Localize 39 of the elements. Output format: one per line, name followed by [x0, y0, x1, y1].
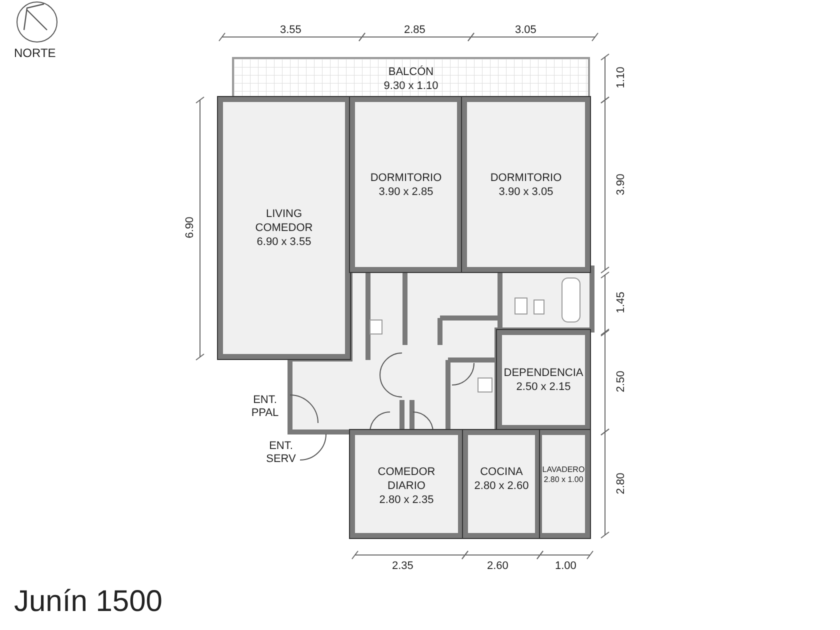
dimension-label: 2.85: [404, 24, 426, 37]
room-name: LIVING COMEDOR: [254, 207, 314, 235]
room-outline: [497, 330, 590, 430]
dimension-label: 3.55: [280, 24, 302, 37]
room-name: DEPENDENCIA: [504, 366, 584, 380]
room-size: 3.90 x 3.05: [498, 184, 554, 198]
room-size: 2.80 x 2.35: [379, 493, 434, 507]
room-name: COMEDOR DIARIO: [376, 465, 436, 493]
compass-label: NORTE: [14, 47, 56, 60]
room-size: 2.80 x 2.60: [474, 479, 529, 493]
plan-title: Junín 1500: [14, 585, 162, 619]
dimension-label: 3.05: [515, 24, 536, 37]
dimension-label: 1.00: [555, 560, 576, 573]
entrance-label: ENT. SERV: [265, 440, 297, 466]
room-outline: [350, 430, 463, 538]
dimension-label: 2.60: [487, 560, 508, 573]
entrance-label: ENT. PPAL: [250, 394, 280, 420]
dimension-label: 1.45: [615, 292, 628, 314]
room-name: DORMITORIO: [370, 170, 442, 184]
room-name: BALCÓN: [388, 64, 434, 78]
room-size: 2.80 x 1.00: [544, 475, 584, 485]
room-outline: [463, 430, 540, 538]
room-size: 6.90 x 3.55: [256, 235, 312, 249]
room-name: COCINA: [480, 465, 523, 479]
dimension-label: 3.90: [615, 174, 628, 196]
dimension-label: 6.90: [184, 216, 198, 238]
dimension-label: 2.35: [392, 560, 414, 573]
room-outline: [540, 430, 590, 538]
room-outline: [350, 97, 462, 272]
room-size: 2.50 x 2.15: [516, 380, 571, 394]
room-name: LAVADERO: [542, 465, 585, 475]
dimension-label: 2.50: [615, 370, 628, 392]
dimension-label: 2.80: [615, 472, 628, 494]
dimension-label: 1.10: [615, 66, 628, 88]
room-size: 3.90 x 2.85: [378, 184, 434, 198]
room-outline: [462, 97, 590, 272]
room-name: DORMITORIO: [490, 170, 562, 184]
room-size: 9.30 x 1.10: [384, 78, 438, 92]
room-outline: [218, 97, 350, 359]
